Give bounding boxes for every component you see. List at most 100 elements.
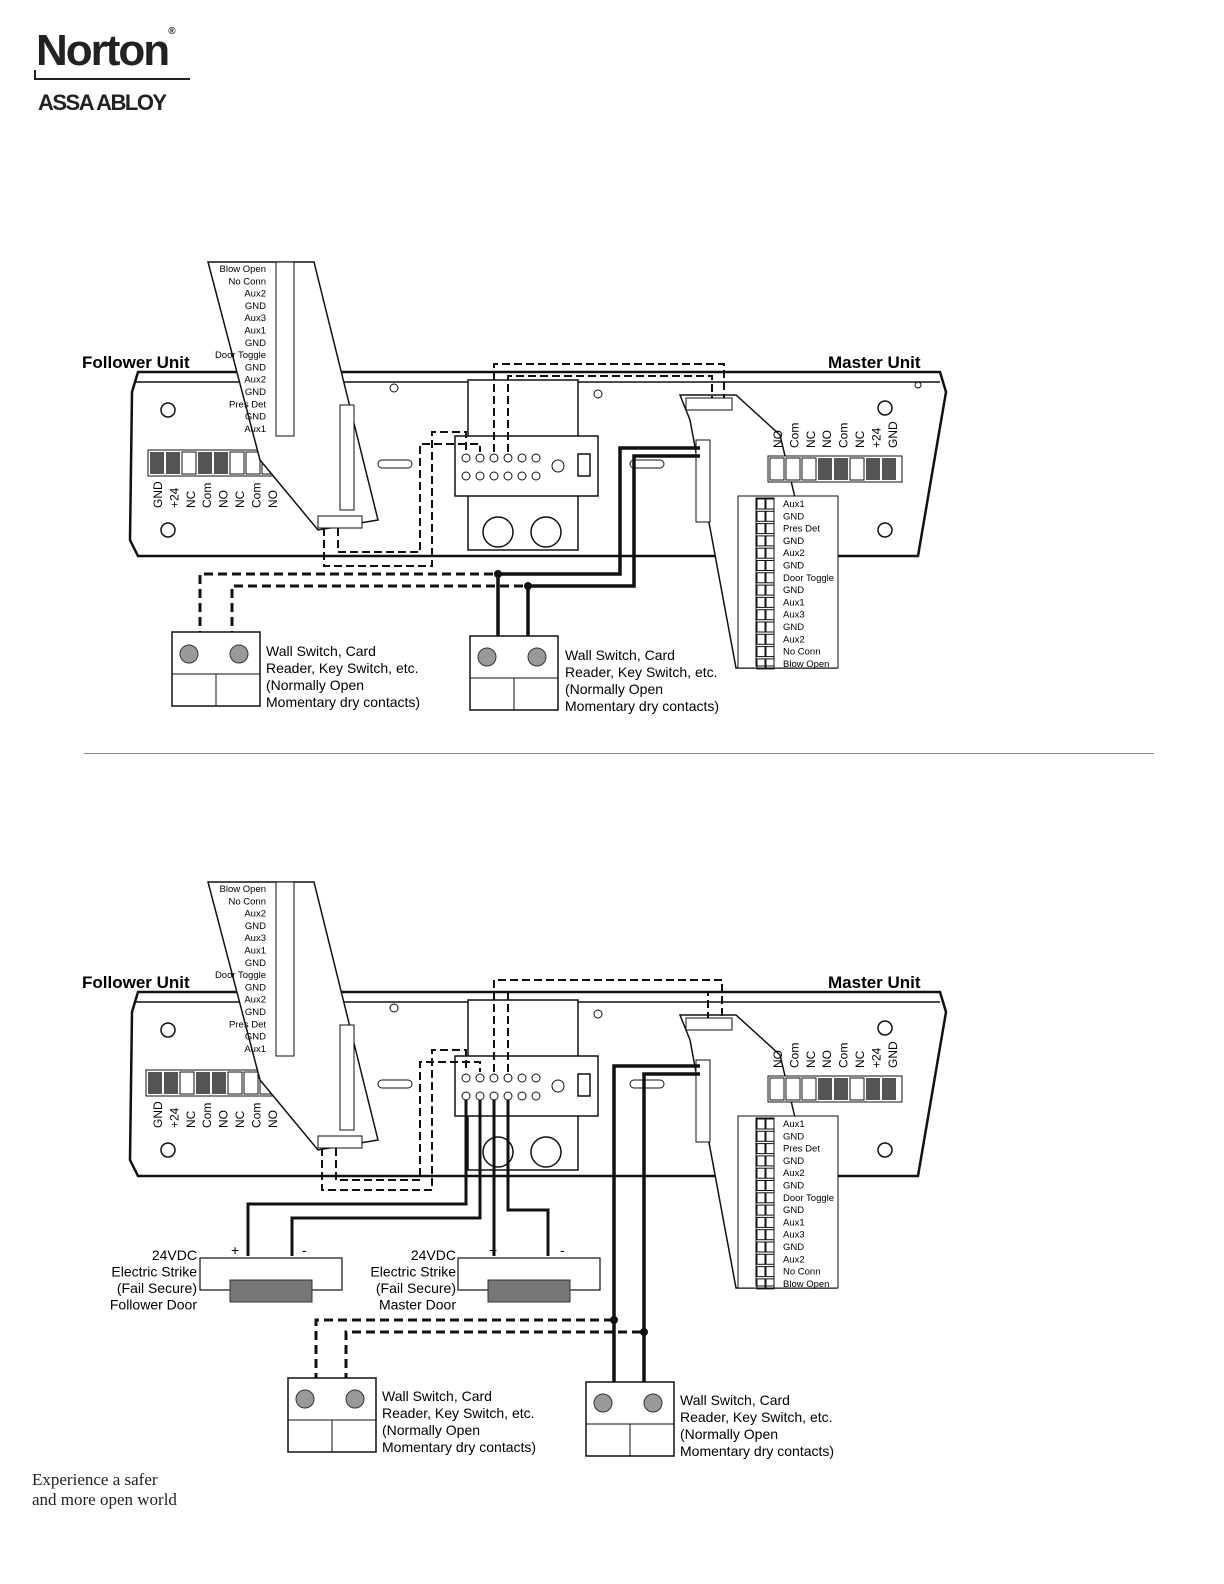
mount-hole xyxy=(877,1020,893,1036)
switch-contact xyxy=(643,1393,663,1413)
terminal-label: Aux3 xyxy=(244,933,266,944)
mount-hole xyxy=(877,1142,893,1158)
wire-junction xyxy=(524,582,532,590)
terminal-cell xyxy=(765,523,775,535)
switch-caption-line: Wall Switch, Card xyxy=(382,1388,492,1404)
follower-switch-wiring xyxy=(198,572,528,640)
master-strike-plus: + xyxy=(489,1242,497,1258)
logo-rule xyxy=(34,78,190,80)
follower-wall-switch xyxy=(171,631,261,707)
mount-hole xyxy=(389,383,399,393)
master-electric-strike xyxy=(457,1257,601,1303)
terminal-label: Aux1 xyxy=(244,946,266,957)
terminal-cell xyxy=(765,1278,775,1290)
terminal-cell xyxy=(756,1155,766,1167)
terminal-label: Blow Open xyxy=(783,659,829,670)
terminal-cell xyxy=(756,633,766,645)
terminal-cell xyxy=(765,547,775,559)
follower-to-power-dashed xyxy=(323,363,725,567)
tagline-line-1: Experience a safer xyxy=(32,1470,158,1489)
terminal-cell xyxy=(765,510,775,522)
terminal-label: Aux3 xyxy=(244,313,266,324)
relay-label: Com xyxy=(787,423,801,448)
mount-hole xyxy=(389,1003,399,1013)
relay-label: GND xyxy=(886,1041,900,1068)
slot xyxy=(377,1079,413,1089)
conduit-knockout xyxy=(482,1136,514,1168)
ground-screw xyxy=(551,459,565,473)
switch-caption-line: (Normally Open xyxy=(565,681,663,697)
terminal-label: Aux2 xyxy=(783,548,805,559)
tagline: Experience a safer and more open world xyxy=(32,1470,177,1510)
terminal-label: No Conn xyxy=(229,896,267,907)
terminal-cell xyxy=(765,658,775,670)
master-strike-minus: - xyxy=(560,1242,565,1258)
terminal-label: Aux3 xyxy=(783,1230,805,1241)
terminal-label: Blow Open xyxy=(220,884,266,895)
terminal-label: Aux1 xyxy=(783,1119,805,1130)
follower-bottom-connector xyxy=(317,1135,363,1149)
switch-caption-line: Wall Switch, Card xyxy=(565,647,675,663)
switch-caption-line: Momentary dry contacts) xyxy=(266,694,420,710)
power-switch-icon xyxy=(577,1073,591,1097)
terminal-label: GND xyxy=(245,412,266,423)
follower-unit-label: Follower Unit xyxy=(82,973,190,992)
header-frame xyxy=(128,370,948,558)
terminal-label: GND xyxy=(783,536,804,547)
terminal-cell xyxy=(765,1253,775,1265)
tagline-line-2: and more open world xyxy=(32,1490,177,1509)
terminal-cell xyxy=(756,596,766,608)
strike-caption-line: Follower Door xyxy=(110,1297,197,1313)
strike-caption-line: 24VDC xyxy=(411,1247,456,1263)
terminal-label: Aux1 xyxy=(244,424,266,435)
master-relay-cells xyxy=(769,1077,896,1101)
terminal-label: Door Toggle xyxy=(783,1193,834,1204)
terminal-cell xyxy=(756,658,766,670)
master-terminal-card xyxy=(737,1115,839,1289)
master-switch-wiring xyxy=(496,446,700,640)
switch-contact xyxy=(477,647,497,667)
brand-name: Norton xyxy=(36,26,170,75)
terminal-cell xyxy=(756,1278,766,1290)
relay-label: +24 xyxy=(167,1107,181,1128)
relay-label: NC xyxy=(804,1050,818,1068)
terminal-label: GND xyxy=(245,1007,266,1018)
relay-label: NC xyxy=(804,430,818,448)
terminal-label: Aux2 xyxy=(783,634,805,645)
master-top-connector xyxy=(685,397,733,411)
terminal-label: Door Toggle xyxy=(215,970,266,981)
follower-terminal-strip xyxy=(275,261,295,437)
switch-caption-line: Momentary dry contacts) xyxy=(680,1443,834,1459)
power-terminal-block xyxy=(454,435,599,497)
terminal-label: GND xyxy=(245,301,266,312)
mount-hole xyxy=(914,381,922,389)
terminal-label: Aux2 xyxy=(244,995,266,1006)
terminal-cell xyxy=(756,498,766,510)
follower-strike-plus: + xyxy=(231,1242,239,1258)
terminal-label: Pres Det xyxy=(229,399,266,410)
terminal-label: GND xyxy=(783,1156,804,1167)
terminal-cell xyxy=(765,1204,775,1216)
terminal-cell xyxy=(765,1155,775,1167)
strike-wiring xyxy=(246,1100,550,1256)
follower-connector-strip xyxy=(339,1024,355,1131)
terminal-label: Door Toggle xyxy=(783,573,834,584)
terminal-label: GND xyxy=(783,1181,804,1192)
terminal-label: Pres Det xyxy=(783,1144,820,1155)
ground-screw xyxy=(551,1079,565,1093)
terminal-cell xyxy=(756,621,766,633)
relay-label: Com xyxy=(837,423,851,448)
relay-label: GND xyxy=(151,1101,165,1128)
terminal-cell xyxy=(765,646,775,658)
terminal-cell xyxy=(756,523,766,535)
strike-caption-line: Master Door xyxy=(379,1297,456,1313)
relay-label: Com xyxy=(200,1103,214,1128)
switch-caption-line: (Normally Open xyxy=(680,1426,778,1442)
terminal-cell xyxy=(765,535,775,547)
